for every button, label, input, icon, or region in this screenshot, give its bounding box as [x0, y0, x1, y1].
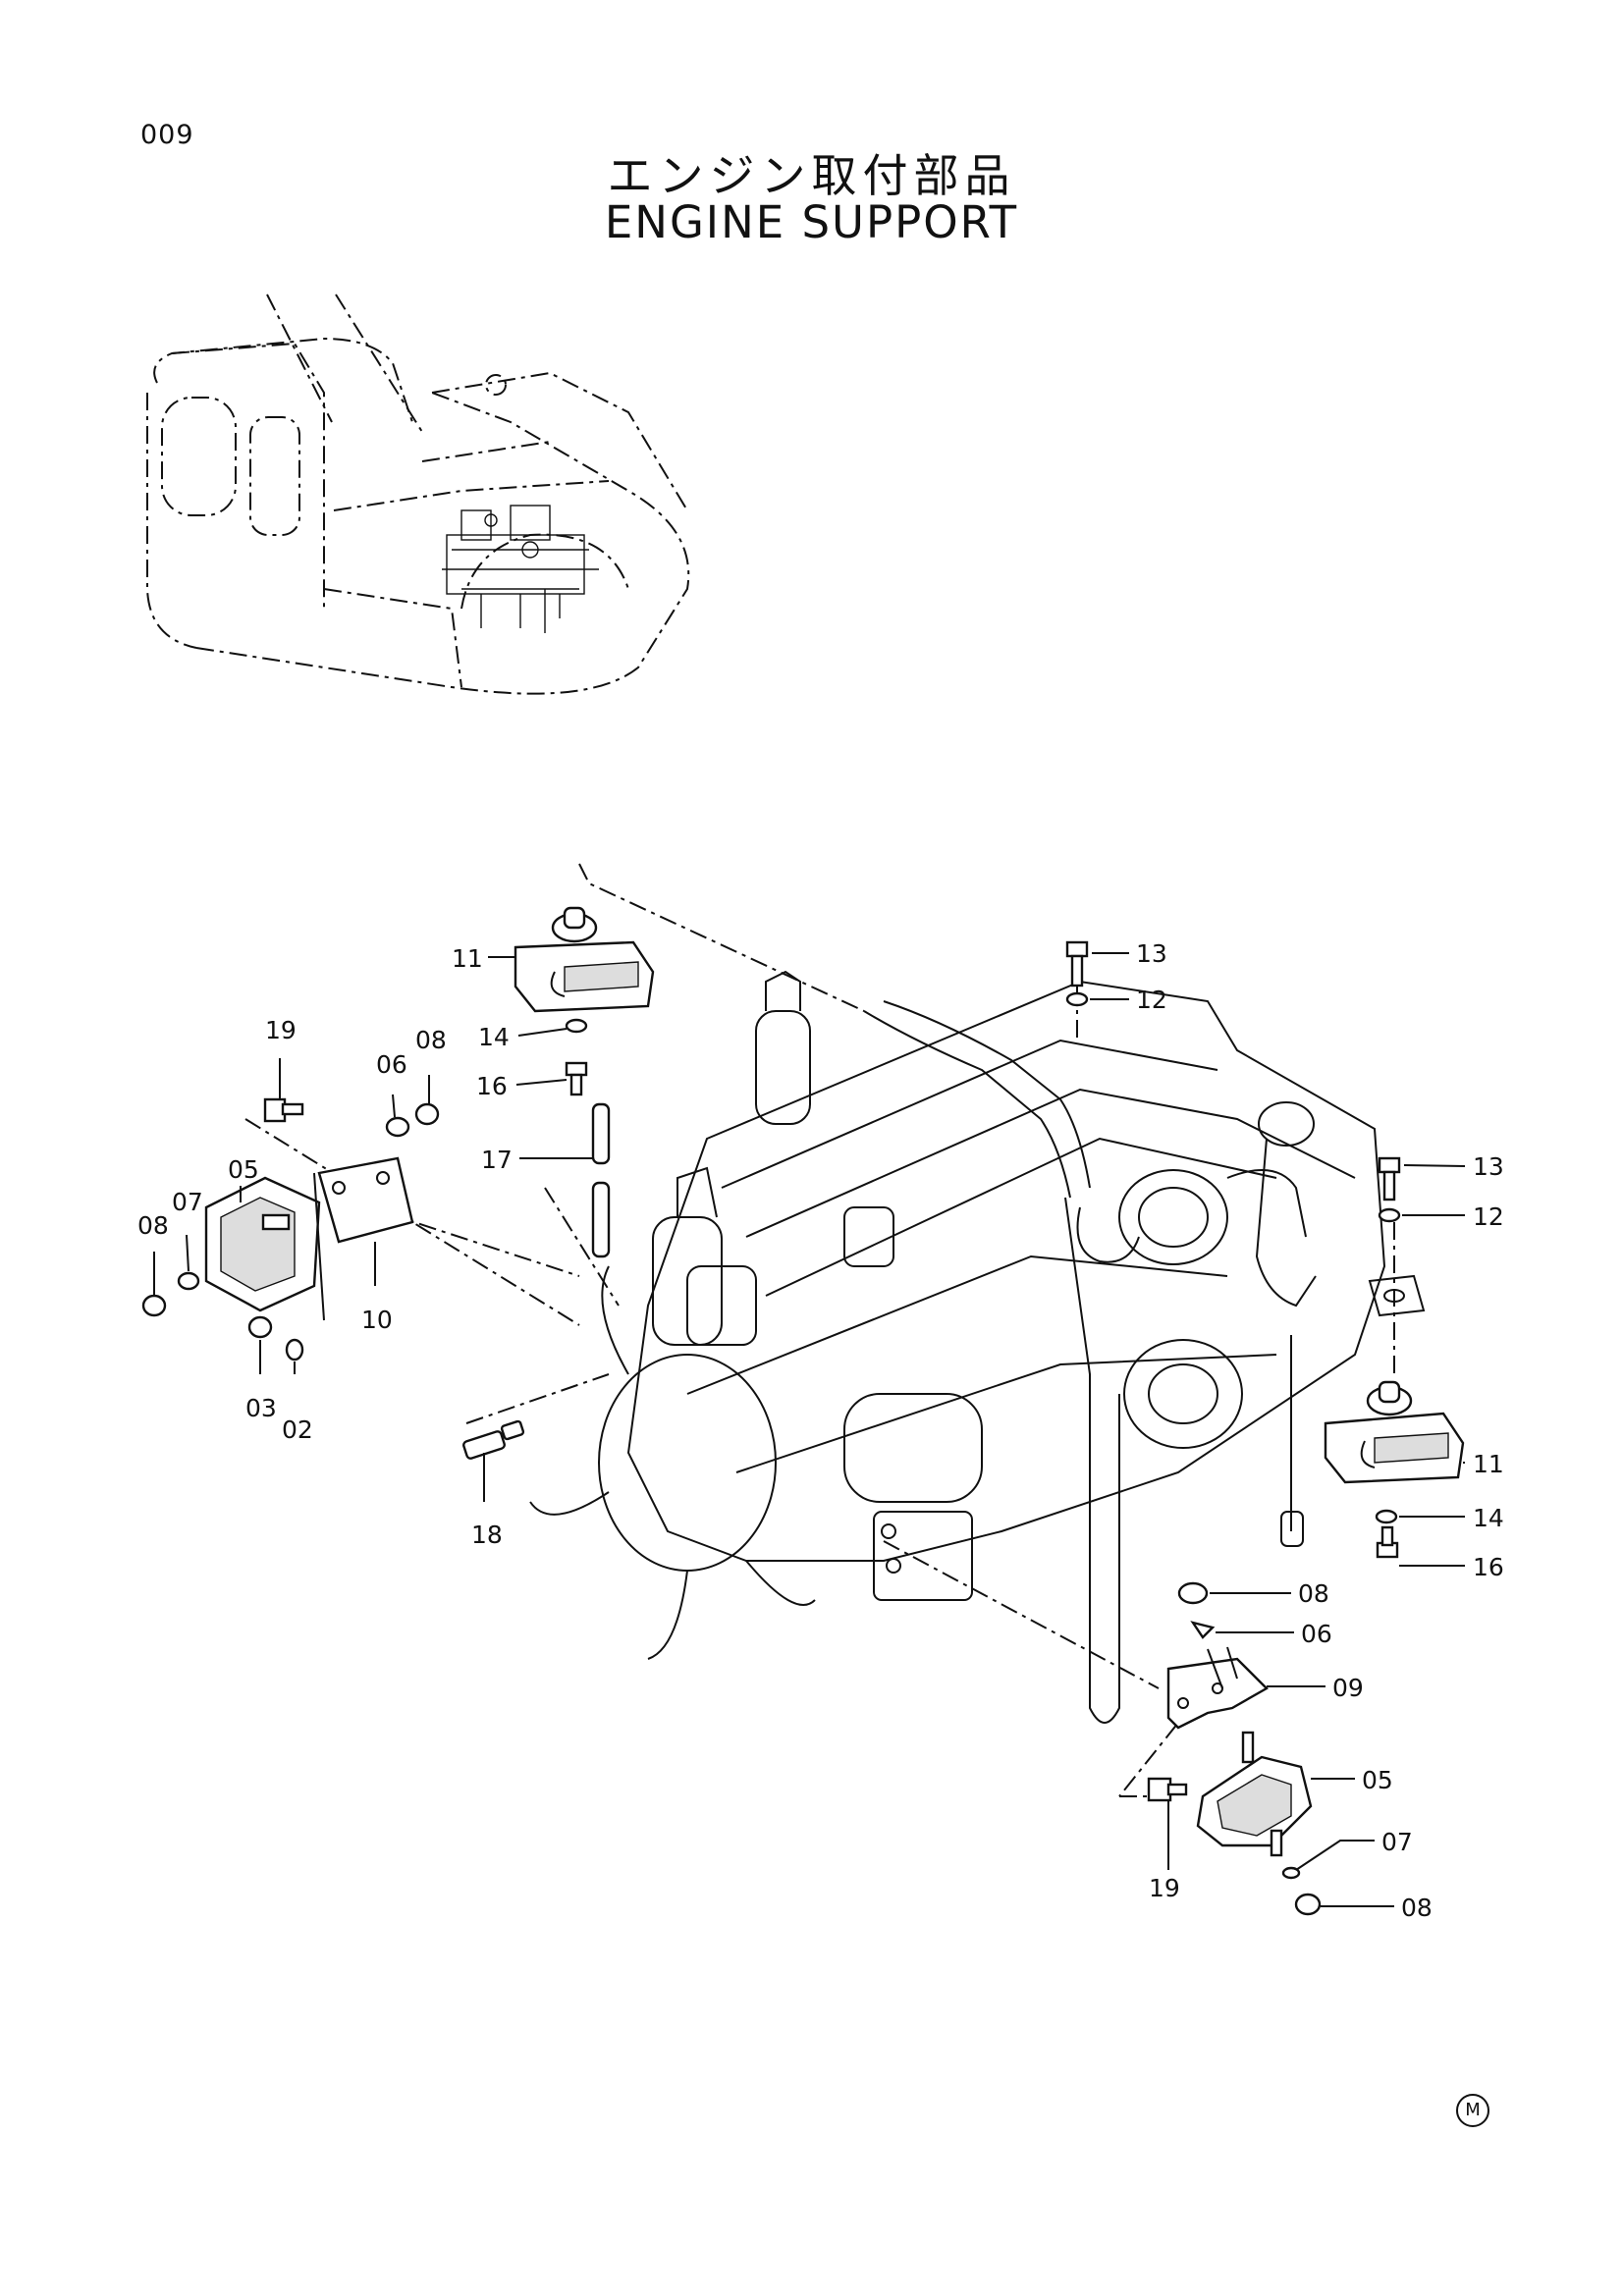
- callout-17: 17: [481, 1146, 513, 1174]
- callout-14-top: 14: [478, 1023, 510, 1051]
- callout-08-left-top: 08: [415, 1026, 447, 1054]
- callout-12-top: 12: [1136, 986, 1167, 1014]
- washer-07-right: [1281, 1866, 1301, 1880]
- callout-02: 02: [282, 1415, 313, 1444]
- callout-08-right-top: 08: [1298, 1579, 1329, 1608]
- callout-13-right: 13: [1473, 1152, 1504, 1181]
- bolt-19-left: [263, 1097, 304, 1123]
- callout-09: 09: [1332, 1674, 1364, 1702]
- callout-07-right: 07: [1381, 1828, 1413, 1856]
- page-number: 009: [140, 120, 194, 150]
- callout-07-left: 07: [172, 1188, 203, 1216]
- leader-lines: [153, 952, 1466, 1907]
- mount-11-top: [514, 906, 655, 1013]
- spacer-17: [591, 1102, 611, 1258]
- mount-05-left: [204, 1176, 321, 1312]
- washer-12-top: [1065, 991, 1089, 1007]
- bolt-16-right: [1376, 1525, 1399, 1559]
- callout-12-right: 12: [1473, 1202, 1504, 1231]
- bolt-16-top: [565, 1061, 588, 1096]
- callout-08-left-bottom: 08: [137, 1211, 169, 1240]
- callout-05-left: 05: [228, 1155, 259, 1184]
- sensor-18: [462, 1419, 525, 1460]
- bolt-19-right: [1147, 1777, 1188, 1802]
- m-mark: M: [1456, 2094, 1489, 2127]
- parts: [141, 906, 1465, 1916]
- engine-assembly: [244, 863, 1426, 1797]
- callout-03: 03: [245, 1394, 277, 1422]
- mount-11-right: [1324, 1380, 1465, 1484]
- title-japanese: エンジン取付部品: [607, 149, 1016, 202]
- callout-13-top: 13: [1136, 939, 1167, 968]
- nut-08-right-top: [1177, 1581, 1209, 1605]
- callout-06-right: 06: [1301, 1620, 1332, 1648]
- nut-03: [247, 1315, 273, 1339]
- washer-06-right: [1190, 1621, 1216, 1639]
- bolt-13-right: [1378, 1156, 1401, 1201]
- nut-08-right-bottom: [1294, 1893, 1322, 1916]
- callout-labels: 11 14 16 17 13 12 19 06 08 05 07 08 10 0…: [137, 939, 1504, 1922]
- washer-06-left: [385, 1116, 410, 1138]
- washer-07-left: [177, 1271, 200, 1291]
- nut-08-left-bottom: [141, 1294, 167, 1317]
- callout-06-left: 06: [376, 1050, 407, 1079]
- bolt-13-top: [1065, 940, 1089, 988]
- callout-19-right: 19: [1149, 1874, 1180, 1902]
- bracket-09: [1166, 1646, 1269, 1730]
- bracket-10: [313, 1156, 414, 1321]
- washer-12-right: [1378, 1207, 1401, 1223]
- washer-14-right: [1375, 1509, 1398, 1524]
- mount-05-right: [1196, 1731, 1313, 1857]
- callout-16-right: 16: [1473, 1553, 1504, 1581]
- washer-14-top: [565, 1018, 588, 1034]
- nut-08-left-top: [414, 1102, 440, 1126]
- callout-11-top: 11: [452, 944, 483, 973]
- callout-18: 18: [471, 1521, 503, 1549]
- callout-14-right: 14: [1473, 1504, 1504, 1532]
- callout-16-top: 16: [476, 1072, 508, 1100]
- callout-11-right: 11: [1473, 1450, 1504, 1478]
- callout-19-left: 19: [265, 1016, 297, 1044]
- callout-05-right: 05: [1362, 1766, 1393, 1794]
- callout-08-right-bottom: 08: [1401, 1894, 1433, 1922]
- washer-02: [285, 1338, 304, 1362]
- title-english: ENGINE SUPPORT: [604, 196, 1019, 248]
- excavator-overview: [146, 294, 690, 695]
- callout-10: 10: [361, 1306, 393, 1334]
